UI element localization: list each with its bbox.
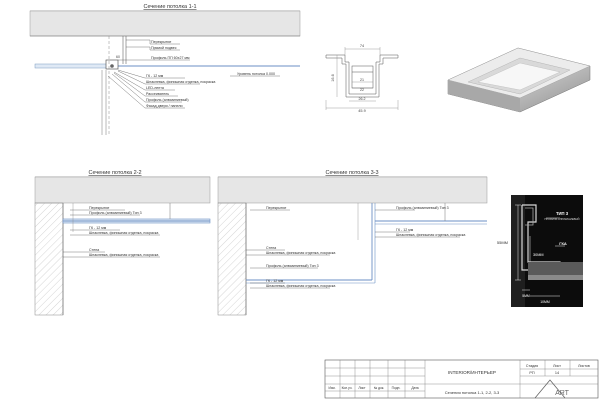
section-1-1-title: Сечение потолка 1-1 (143, 4, 196, 10)
tb-col-5: Подп. (392, 386, 401, 390)
profile-dim-inner-1: 21 (360, 78, 364, 82)
photo-dim-vertical: 30ММ (533, 253, 544, 257)
photo-gka-label: ГКА (559, 241, 567, 246)
tb-col-2: Кол.уч. (342, 386, 353, 390)
title-block: Изм. Кол.уч. Лист № док. Подп. Дата INTE… (324, 359, 599, 399)
s2-label-4: Шпаклевка, финишная отделка, покраска (89, 231, 158, 235)
s3-slab (217, 176, 488, 204)
section-3-3-leaders (246, 209, 460, 289)
s3-label-8: ГК - 12 мм (266, 279, 284, 283)
s1-label-3: Профиль ПП 60х27 мм (151, 56, 190, 60)
tb-sheets-header: Листов (578, 364, 590, 368)
s2-label-2: Профиль (алюминиевый) Тип 3 (89, 211, 142, 215)
s2-label-3: ГК - 12 мм (89, 226, 107, 230)
s3-label-4: Шпаклевка, финишная отделка, покраска (396, 233, 465, 237)
photo-dim-bottom-1: 5ММ (522, 294, 530, 298)
s3-label-9: Шпаклевка, финишная отделка, покраска (266, 284, 335, 288)
s3-label-7: Профиль (алюминиевый) Тип 3 (266, 264, 319, 268)
s1-label-1: Перекрытие (151, 40, 171, 44)
s1-label-4: ГК - 12 мм (146, 74, 164, 78)
section-1-1-leaders (107, 39, 280, 109)
profile-dim-top: 74 (360, 44, 364, 48)
tb-stage-header: Стадия (526, 364, 538, 368)
company-logo: ART (534, 379, 570, 399)
section-1-1: Сечение потолка 1-1 60 (29, 4, 301, 135)
tb-caption: Сечения потолка 1-1, 2-2, 3-3 (445, 390, 500, 395)
s1-label-6: LED-лента (146, 86, 164, 90)
s1-label-7: Рассеиватель (146, 92, 169, 96)
profile-section-drawing: 74 16.6 21 22 26.2 45.9 (325, 44, 399, 113)
photo-type-label: ТИП 3 (556, 211, 569, 216)
photo-dim-height: 55ММ (497, 240, 508, 245)
s1-label-9: Фасад двери / панели (146, 104, 183, 108)
gypsum-board-left (34, 63, 111, 69)
profile-dim-inner-2: 22 (360, 88, 364, 92)
s2-label-6: Шпаклевка, финишная отделка, покраска (89, 253, 158, 257)
s3-label-1: Перекрытие (266, 206, 286, 210)
s2-label-5: Стена (89, 248, 99, 252)
tb-col-3: Лист (358, 386, 366, 390)
s3-label-3: ГК - 12 мм (396, 228, 414, 232)
s3-label-6: Шпаклевка, финишная отделка, покраска (266, 251, 335, 255)
profile-dim-inner-3: 26.2 (359, 97, 366, 101)
section-3-3-title: Сечение потолка 3-3 (325, 170, 378, 176)
profile-dim-bottom: 45.9 (358, 109, 365, 113)
photo-gypsum-face (528, 275, 583, 280)
dim-marker-left: 60 (116, 55, 120, 59)
s2-wall (34, 202, 64, 316)
profile-dim-height: 16.6 (331, 74, 335, 81)
s3-label-5: Стена (266, 246, 276, 250)
section-3-3: Сечение потолка 3-3 Перекрытие Стена Шпа… (217, 170, 488, 316)
tb-col-4: № док. (374, 386, 385, 390)
profile-3d-render (447, 47, 591, 113)
s3-wall (217, 202, 247, 316)
s1-label-2: Прямой подвес (151, 46, 177, 50)
led-point (110, 64, 114, 68)
tb-col-1: Изм. (328, 386, 335, 390)
s1-label-right: Уровень потолка 0.000 (237, 72, 275, 76)
s1-label-5: Шпаклевка, финишная отделка, покраска (146, 80, 215, 84)
section-2-2: Сечение потолка 2-2 Перекрытие Профиль (… (34, 170, 211, 316)
tb-sheet-value: 14 (555, 371, 559, 375)
section-2-2-title: Сечение потолка 2-2 (88, 170, 141, 176)
s2-label-1: Перекрытие (89, 206, 109, 210)
tb-col-6: Дата (411, 386, 418, 390)
tb-project-name: INTERIOR/ИНТЕРЬЕР (448, 370, 496, 375)
photo-dimension-lines (515, 204, 565, 297)
photo-type-sub: ПРОФИЛЬ АЛЮМИНИЕВЫЙ (544, 217, 579, 221)
logo-text: ART (555, 390, 570, 397)
s3-label-2: Профиль (алюминиевый) Тип 3 (396, 206, 449, 210)
photo-dim-bottom-2: 10ММ (540, 300, 550, 304)
s1-label-8: Профиль (алюминиевый) (146, 98, 189, 102)
ceiling-slab (29, 10, 301, 37)
s2-slab (34, 176, 211, 204)
tb-stage-value: РП (529, 371, 535, 375)
tb-sheet-header: Лист (553, 364, 561, 368)
title-block-frame (324, 359, 599, 399)
section-2-2-leaders (63, 209, 160, 258)
photo-profile-inner (525, 207, 534, 226)
photo-detail: ТИП 3 ПРОФИЛЬ АЛЮМИНИЕВЫЙ ГКА 55ММ 30ММ … (497, 195, 583, 307)
